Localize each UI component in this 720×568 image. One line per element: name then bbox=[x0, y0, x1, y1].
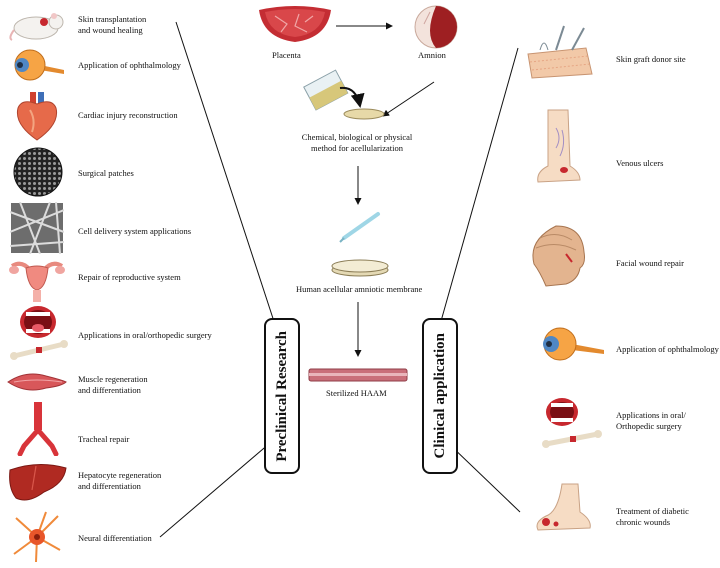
haam-label: Human acellular amniotic membrane bbox=[296, 284, 423, 294]
clinical-item-label: Venous ulcers bbox=[616, 158, 664, 168]
placenta-icon bbox=[259, 6, 331, 42]
liver-icon bbox=[9, 464, 67, 501]
preclinical-item-label: Cardiac injury reconstruction bbox=[78, 110, 178, 120]
preclinical-item-label: Tracheal repair bbox=[78, 434, 130, 444]
eye-icon bbox=[14, 49, 64, 81]
leg-ulcer-icon bbox=[537, 109, 581, 183]
amnion-label: Amnion bbox=[418, 50, 446, 60]
clinical-item-label: Treatment of diabetic chronic wounds bbox=[616, 506, 689, 527]
muscle-icon bbox=[7, 373, 67, 391]
preclinical-research-title: Preclinical Research bbox=[273, 330, 290, 462]
fiber-scaffold-icon bbox=[10, 202, 64, 254]
preclinical-research-box: Preclinical Research bbox=[264, 318, 300, 474]
uterus-icon bbox=[9, 261, 65, 302]
preclinical-item-label: Muscle regeneration and differentiation bbox=[78, 374, 148, 395]
clinical-item-label: Skin graft donor site bbox=[616, 54, 686, 64]
amnion-icon bbox=[414, 5, 458, 49]
sterilized-membrane-icon bbox=[308, 368, 408, 382]
head-icon bbox=[532, 225, 585, 287]
heart-icon bbox=[16, 92, 58, 141]
mouth-bone-icon bbox=[10, 306, 68, 360]
neuron-icon bbox=[13, 511, 61, 563]
preclinical-item-label: Cell delivery system applications bbox=[78, 226, 192, 236]
preclinical-item-label: Repair of reproductive system bbox=[78, 272, 181, 282]
beaker-dish-icon bbox=[303, 69, 385, 120]
diabetic-foot-icon bbox=[536, 483, 591, 531]
sterilized-haam-label: Sterilized HAAM bbox=[326, 388, 387, 398]
preclinical-top-line bbox=[175, 21, 283, 347]
mesh-patch-icon bbox=[13, 147, 63, 197]
preclinical-item-label: Hepatocyte regeneration and differentiat… bbox=[78, 470, 162, 491]
clinical-bottom-line bbox=[447, 442, 521, 513]
clinical-item-label: Facial wound repair bbox=[616, 258, 684, 268]
trachea-icon bbox=[17, 402, 59, 456]
clinical-top-line bbox=[433, 47, 519, 347]
preclinical-item-label: Applications in oral/orthopedic surgery bbox=[78, 330, 212, 340]
preclinical-item-label: Skin transplantation and wound healing bbox=[78, 14, 147, 35]
amnion-to-dish-arrow bbox=[382, 81, 435, 117]
rat-icon bbox=[9, 13, 64, 41]
petri-dish-icon bbox=[331, 259, 389, 277]
acellularization-method-label: Chemical, biological or physical method … bbox=[301, 132, 413, 153]
preclinical-item-label: Surgical patches bbox=[78, 168, 134, 178]
clinical-item-label: Applications in oral/ Orthopedic surgery bbox=[616, 410, 686, 431]
forceps-icon bbox=[339, 212, 380, 243]
eye-icon bbox=[543, 327, 604, 361]
preclinical-item-label: Application of ophthalmology bbox=[78, 60, 181, 70]
mouth-bone-icon bbox=[542, 398, 602, 448]
clinical-item-label: Application of ophthalmology bbox=[616, 344, 719, 354]
placenta-label: Placenta bbox=[272, 50, 301, 60]
clinical-application-title: Clinical application bbox=[431, 333, 448, 459]
clinical-application-box: Clinical application bbox=[422, 318, 458, 474]
preclinical-item-label: Neural differentiation bbox=[78, 533, 152, 543]
preclinical-bottom-line bbox=[159, 442, 271, 538]
skin-graft-icon bbox=[527, 25, 593, 79]
